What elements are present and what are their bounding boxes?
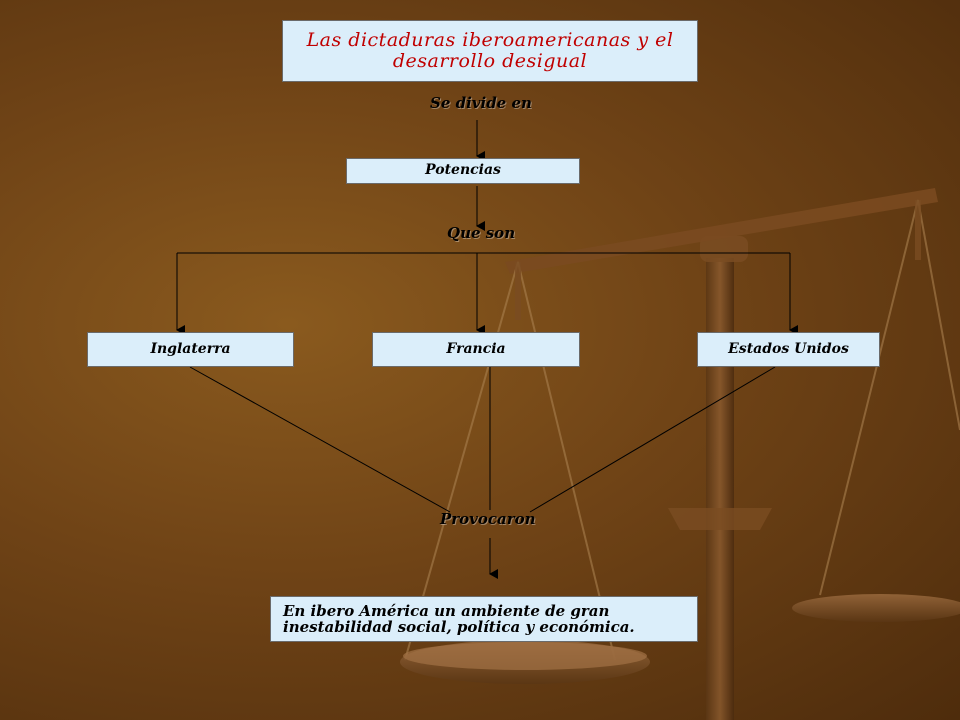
line-inglaterra-to-provocaron (189, 366, 451, 513)
node-francia: Francia (372, 332, 580, 367)
node-francia-label: Francia (446, 340, 506, 357)
edge-label-provocaron: Provocaron (440, 510, 536, 528)
edge-label-que-son: Que son (447, 224, 516, 242)
node-inglaterra: Inglaterra (87, 332, 294, 367)
node-inglaterra-label: Inglaterra (150, 340, 231, 357)
title-box: Las dictaduras iberoamericanas y el desa… (282, 20, 698, 82)
diagram-title: Las dictaduras iberoamericanas y el desa… (306, 29, 674, 72)
node-potencias-label: Potencias (425, 162, 501, 179)
node-potencias: Potencias (346, 158, 580, 184)
node-result-label: En ibero América un ambiente de gran ine… (283, 601, 635, 636)
edge-label-se-divide: Se divide en (430, 94, 532, 112)
node-estados-unidos-label: Estados Unidos (728, 340, 849, 357)
node-estados-unidos: Estados Unidos (697, 332, 880, 367)
node-result: En ibero América un ambiente de gran ine… (270, 596, 698, 642)
line-estados-unidos-to-provocaron (529, 366, 776, 513)
